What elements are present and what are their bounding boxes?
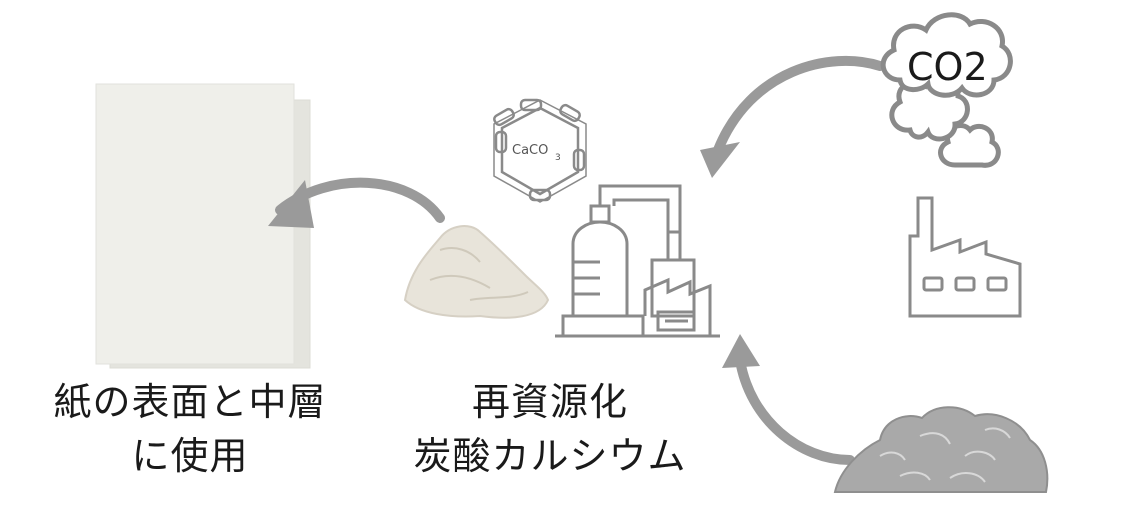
arrow-from-co2 (700, 55, 885, 178)
molecule-icon: CaCO 3 (493, 98, 587, 203)
recycled-caption-line2: 炭酸カルシウム (413, 434, 687, 478)
factory-icon (908, 196, 1022, 318)
smoke-cloud-icon (880, 12, 1013, 168)
paper-caption-line2: に使用 (131, 434, 249, 478)
arrow-to-paper (268, 177, 445, 228)
arrow-from-ash (722, 334, 855, 465)
powder-pile-icon (403, 225, 550, 319)
paper-caption-line1: 紙の表面と中層 (53, 380, 327, 424)
caco3-label: CaCO (512, 143, 548, 158)
paper-stack-icon (95, 83, 311, 369)
recycled-caption-line1: 再資源化 (471, 380, 628, 424)
co2-label: CO2 (907, 45, 988, 89)
caco3-subscript: 3 (555, 153, 561, 163)
ash-pile-icon (833, 406, 1049, 493)
chemical-plant-icon (555, 184, 720, 338)
